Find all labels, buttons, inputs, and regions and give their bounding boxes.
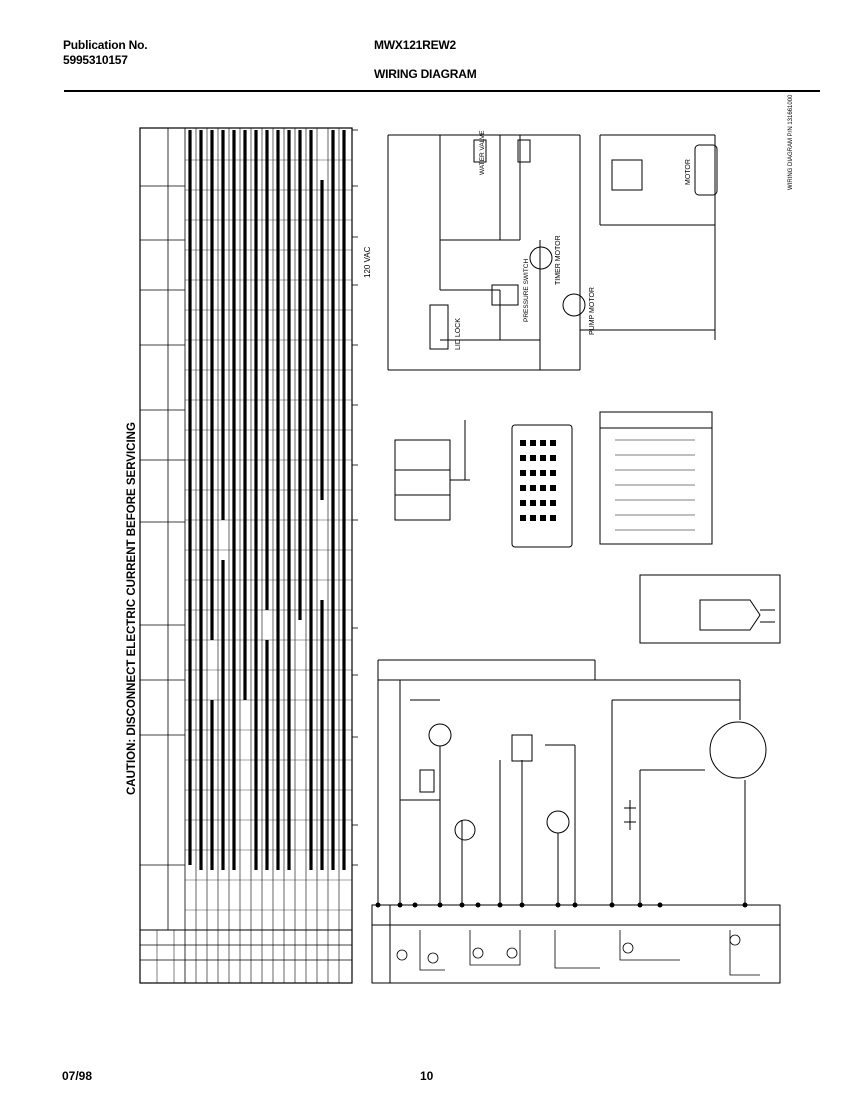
lower-schematic: [371, 659, 781, 984]
publication-number: 5995310157: [63, 53, 128, 67]
upper-schematic: [387, 134, 718, 371]
page-number: 10: [420, 1069, 434, 1083]
model-number: MWX121REW2: [374, 38, 457, 52]
timer-motor-label: TIMER MOTOR: [555, 235, 562, 285]
motor-label: MOTOR: [685, 159, 692, 185]
footer-date: 07/98: [62, 1069, 93, 1083]
caution-text: CAUTION: DISCONNECT ELECTRIC CURRENT BEF…: [126, 422, 138, 795]
publication-label: Publication No.: [63, 38, 148, 52]
water-valve-label: WATER VALVE: [479, 130, 486, 175]
pressure-switch-label: PRESSURE SWITCH: [523, 258, 530, 322]
part-number-label: WIRING DIAGRAM P/N 131661000: [788, 94, 794, 190]
connector-block: [511, 424, 573, 548]
page-title: WIRING DIAGRAM: [374, 67, 477, 81]
lid-lock-label: LID LOCK: [455, 318, 462, 350]
timer-chart: [139, 127, 358, 984]
pump-motor-label: PUMP MOTOR: [589, 287, 596, 335]
symbol-legend: [599, 411, 713, 545]
supply-label: 120 VAC: [363, 246, 372, 278]
plug-detail: [639, 574, 781, 644]
capacitor-block: [394, 420, 470, 521]
header-rule: [64, 90, 820, 92]
